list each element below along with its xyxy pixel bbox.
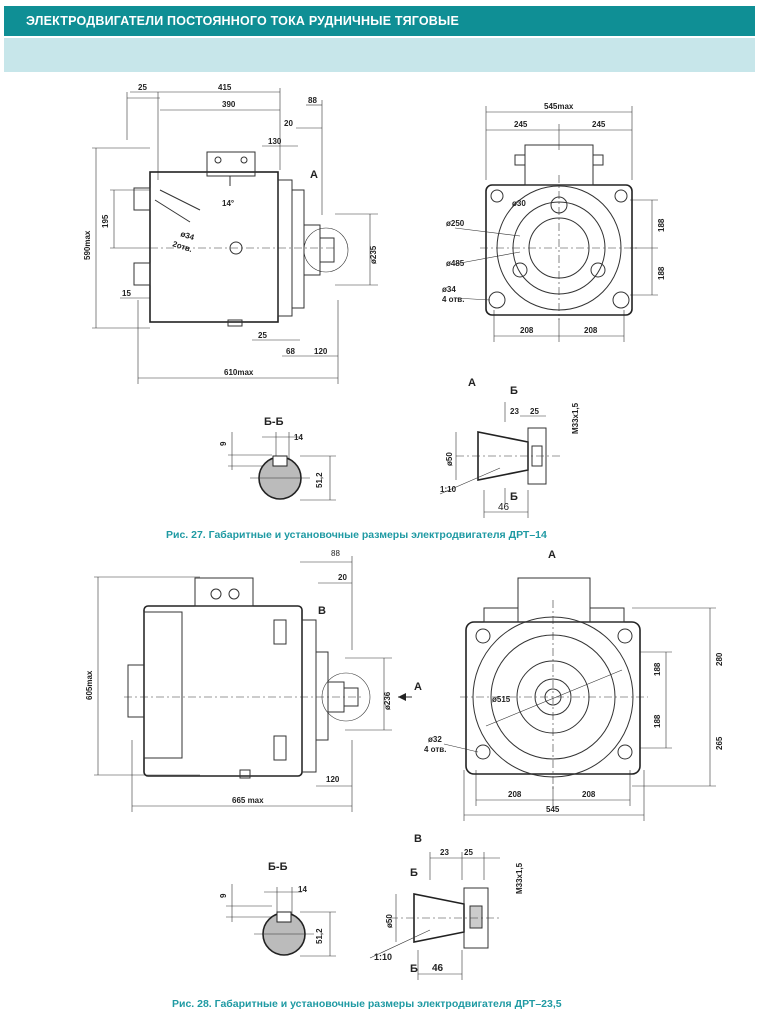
fig27-side-dim: 25 (258, 331, 267, 340)
fig27-side-dim: 20 (284, 119, 293, 128)
fig28-side-dim: 120 (326, 775, 340, 784)
fig27-detail-dim: 1:10 (440, 485, 457, 494)
fig28-section-bb: Б-Б 14 9 51,2 (219, 861, 336, 957)
fig28-section-title: Б-Б (268, 861, 288, 873)
fig27-side-dim: 88 (308, 96, 317, 105)
fig28-front-dim: 188 (653, 714, 662, 728)
fig27-section-dim: 14 (294, 433, 303, 442)
fig27-detail-a: А Б Б 23 25 M33x1,5 ø50 1:10 46 (439, 377, 580, 518)
fig27-detail-dim: 23 (510, 407, 519, 416)
fig27-front-dim: 245 (514, 120, 528, 129)
fig27-front-dim: ø34 (442, 285, 456, 294)
fig27-front-dim: ø485 (446, 259, 465, 268)
fig27-front-dim: ø30 (512, 199, 526, 208)
fig27-side-dim: 415 (218, 83, 232, 92)
fig28-section-dim: 9 (219, 893, 228, 898)
fig27-detail-cut: Б (510, 491, 518, 503)
fig28-detail-b: В Б Б 23 25 M33x1,5 ø50 1:10 46 (369, 833, 524, 980)
fig28-detail-dim: 23 (440, 848, 449, 857)
fig27-side-dim: 390 (222, 100, 236, 109)
fig27-section-bb: Б-Б 14 9 51,2 (219, 416, 336, 501)
fig27-side-dim: 15 (122, 289, 131, 298)
fig27-side-dim: 130 (268, 137, 282, 146)
fig28-front-dim: 188 (653, 662, 662, 676)
fig28-detail-dim: M33x1,5 (515, 862, 524, 894)
fig27-detail-dim: 46 (498, 502, 510, 513)
fig27-front-dim: 545max (544, 102, 574, 111)
fig28-front-dim: ø32 (428, 735, 442, 744)
fig27-side-dim: ø235 (369, 245, 378, 264)
figure-28-caption: Рис. 28. Габаритные и установочные разме… (172, 998, 562, 1010)
fig27-detail-view-a: А (468, 377, 476, 389)
header-bar: ЭЛЕКТРОДВИГАТЕЛИ ПОСТОЯННОГО ТОКА РУДНИЧ… (4, 6, 755, 36)
fig27-side-dim: 590max (83, 230, 92, 260)
fig27-side-dim: ø34 (179, 229, 195, 242)
fig27-front-dim: 188 (657, 266, 666, 280)
fig28-front-dim: 265 (715, 736, 724, 750)
fig27-detail-cut: Б (510, 385, 518, 397)
fig28-section-dim: 51,2 (315, 928, 324, 944)
fig27-section-dim: 9 (219, 441, 228, 446)
fig27-detail-dim: M33x1,5 (571, 402, 580, 434)
fig27-view-a: А (310, 169, 318, 181)
fig27-detail-dim: 25 (530, 407, 539, 416)
fig28-side-dim: 20 (338, 573, 347, 582)
fig27-side-dim: 610max (224, 368, 254, 377)
fig27-front-dim: 4 отв. (442, 295, 464, 304)
figure-27-caption: Рис. 27. Габаритные и установочные разме… (166, 529, 547, 541)
fig28-detail-cut: Б (410, 867, 418, 879)
fig27-side-view: 25 415 390 88 20 130 А 14° ø34 2отв. 195… (83, 83, 378, 384)
fig28-front-view: А 280 188 188 265 ø515 ø32 4 отв. 208 20… (424, 549, 724, 821)
fig28-detail-dim: 1:10 (374, 952, 392, 962)
fig28-front-dim: 208 (582, 790, 596, 799)
fig28-detail-dim: ø50 (385, 914, 394, 928)
fig28-front-dim: 208 (508, 790, 522, 799)
fig28-view-b: В (318, 605, 326, 617)
fig28-front-dim: 4 отв. (424, 745, 446, 754)
fig28-side-dim: 88 (331, 549, 340, 558)
fig28-side-dim: 665 max (232, 796, 264, 805)
fig28-side-view: 88 20 В 605max ø236 А 120 665 max (85, 549, 422, 812)
fig27-front-dim: 208 (520, 326, 534, 335)
fig28-detail-dim: 25 (464, 848, 473, 857)
fig27-front-view: 545max 245 245 ø30 ø250 ø485 ø34 4 отв. … (442, 102, 666, 342)
header-band (4, 38, 755, 72)
fig28-detail-view-b: В (414, 833, 422, 845)
fig27-section-title: Б-Б (264, 416, 284, 428)
fig28-front-dim: 545 (546, 805, 560, 814)
fig28-detail-cut: Б (410, 963, 418, 975)
fig27-side-dim: 120 (314, 347, 328, 356)
fig27-front-dim: 245 (592, 120, 606, 129)
fig27-side-dim: 195 (101, 214, 110, 228)
fig28-arrow-a: А (414, 681, 422, 693)
page-title: ЭЛЕКТРОДВИГАТЕЛИ ПОСТОЯННОГО ТОКА РУДНИЧ… (26, 14, 460, 28)
fig27-side-dim: 2отв. (171, 239, 193, 254)
fig27-side-dim: 68 (286, 347, 295, 356)
fig27-front-dim: 208 (584, 326, 598, 335)
fig27-section-dim: 51,2 (315, 472, 324, 488)
fig28-side-dim: 605max (85, 670, 94, 700)
fig27-front-dim: ø250 (446, 219, 465, 228)
fig28-view-a: А (548, 549, 556, 561)
fig27-side-dim: 25 (138, 83, 147, 92)
fig28-detail-dim: 46 (432, 963, 444, 974)
fig28-side-dim: ø236 (383, 691, 392, 710)
fig28-section-dim: 14 (298, 885, 307, 894)
fig27-detail-dim: ø50 (445, 452, 454, 466)
fig27-front-dim: 188 (657, 218, 666, 232)
fig27-side-dim: 14° (222, 199, 234, 208)
fig28-front-dim: ø515 (492, 695, 511, 704)
fig28-front-dim: 280 (715, 652, 724, 666)
